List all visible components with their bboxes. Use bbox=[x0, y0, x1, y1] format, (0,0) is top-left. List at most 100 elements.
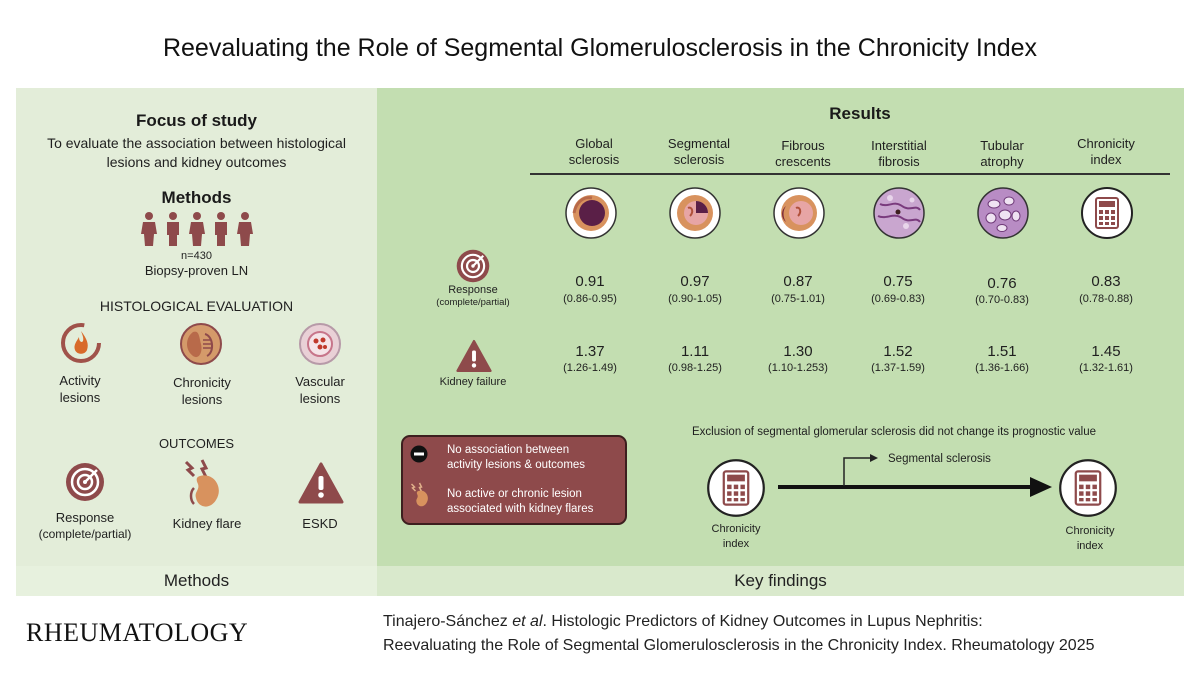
failure-ci-fibrous: (1.10-1.253) bbox=[768, 362, 828, 374]
citation-authors: Tinajero-Sánchez bbox=[383, 613, 508, 630]
col-tubular-atrophy-line1: Tubular bbox=[980, 138, 1024, 153]
calculator-icon bbox=[1081, 187, 1133, 239]
note-2-line2: associated with kidney flares bbox=[447, 503, 594, 515]
activity-lesions-line2: lesions bbox=[59, 390, 101, 405]
col-interstitial-fibrosis-line1: Interstitial bbox=[871, 138, 927, 153]
focus-text-line2: lesions and kidney outcomes bbox=[106, 154, 287, 170]
cohort-label: Biopsy-proven LN bbox=[144, 263, 249, 278]
response-ci-interstitial: (0.69-0.83) bbox=[871, 293, 925, 305]
column-header-rule bbox=[530, 173, 1170, 175]
kidney-failure-row-label: Kidney failure bbox=[439, 376, 507, 388]
tubular-atrophy-icon bbox=[977, 187, 1029, 239]
vascular-lesions-line1: Vascular bbox=[295, 374, 345, 389]
response-outcome-line1: Response bbox=[55, 510, 115, 525]
interstitial-fibrosis-icon bbox=[873, 187, 925, 239]
exclusion-text: Exclusion of segmental glomerular sclero… bbox=[692, 426, 1096, 438]
kidney-icon bbox=[180, 323, 222, 365]
outcomes-heading: OUTCOMES bbox=[158, 436, 235, 451]
histological-heading: HISTOLOGICAL EVALUATION bbox=[99, 298, 294, 314]
chronicity-index-after-icon bbox=[1059, 459, 1117, 517]
response-value-tubular: 0.76 bbox=[987, 275, 1017, 292]
methods-footer-label: Methods bbox=[163, 571, 230, 590]
citation-line1: Tinajero-Sánchez et al. Histologic Predi… bbox=[383, 610, 1095, 634]
citation-line1-rest: . Histologic Predictors of Kidney Outcom… bbox=[542, 613, 983, 630]
failure-ci-segmental: (0.98-1.25) bbox=[668, 362, 722, 374]
arrow-shaft bbox=[778, 485, 1036, 489]
kidney-flare-icon bbox=[184, 459, 219, 507]
col-global-sclerosis-line2: sclerosis bbox=[568, 152, 620, 167]
col-tubular-atrophy-line2: atrophy bbox=[980, 154, 1024, 169]
failure-ci-chronicity: (1.32-1.61) bbox=[1079, 362, 1133, 374]
no-entry-icon bbox=[410, 445, 428, 463]
response-ci-global: (0.86-0.95) bbox=[563, 293, 617, 305]
failure-value-segmental: 1.11 bbox=[680, 343, 710, 360]
response-value-fibrous: 0.87 bbox=[783, 273, 813, 290]
results-heading: Results bbox=[829, 104, 891, 123]
key-findings-footer-label: Key findings bbox=[734, 571, 827, 590]
focus-heading: Focus of study bbox=[136, 111, 257, 130]
failure-ci-tubular: (1.36-1.66) bbox=[975, 362, 1029, 374]
chronicity-before-line2: index bbox=[722, 538, 750, 550]
arrow-head-icon bbox=[1030, 477, 1052, 497]
col-interstitial-fibrosis-line2: fibrosis bbox=[878, 154, 920, 169]
vessel-icon bbox=[299, 323, 341, 365]
citation-line2: Reevaluating the Role of Segmental Glome… bbox=[383, 637, 1095, 654]
chronicity-before-line1: Chronicity bbox=[711, 523, 761, 535]
methods-footer: Methods bbox=[16, 566, 377, 596]
flame-icon bbox=[61, 323, 101, 363]
response-value-global: 0.91 bbox=[575, 273, 605, 290]
global-sclerosis-icon bbox=[565, 187, 617, 239]
response-value-segmental: 0.97 bbox=[680, 273, 710, 290]
col-fibrous-crescents-line1: Fibrous bbox=[781, 138, 825, 153]
eskd-label: ESKD bbox=[302, 516, 338, 531]
kidney-failure-warning-icon bbox=[456, 339, 492, 373]
people-icon bbox=[141, 212, 253, 246]
response-ci-tubular: (0.70-0.83) bbox=[975, 294, 1029, 306]
col-segmental-sclerosis-line2: sclerosis bbox=[673, 152, 725, 167]
citation: Tinajero-Sánchez et al. Histologic Predi… bbox=[383, 610, 1095, 658]
note-1-line1: No association between bbox=[447, 444, 570, 456]
response-row-label: Response bbox=[448, 284, 498, 296]
col-fibrous-crescents-line2: crescents bbox=[775, 154, 831, 169]
activity-lesions-line1: Activity bbox=[59, 373, 101, 388]
vascular-lesions-line2: lesions bbox=[299, 391, 341, 406]
kidney-flare-label: Kidney flare bbox=[172, 516, 242, 531]
methods-heading: Methods bbox=[161, 188, 232, 207]
note-1-line2: activity lesions & outcomes bbox=[447, 459, 586, 471]
focus-text-line1: To evaluate the association between hist… bbox=[47, 135, 346, 151]
chronicity-lesions-line2: lesions bbox=[181, 392, 223, 407]
response-ci-segmental: (0.90-1.05) bbox=[668, 293, 722, 305]
col-chronicity-index-line1: Chronicity bbox=[1077, 136, 1135, 151]
failure-ci-interstitial: (1.37-1.59) bbox=[871, 362, 925, 374]
chronicity-index-before-icon bbox=[707, 459, 765, 517]
response-outcome-line2: (complete/partial) bbox=[38, 527, 132, 541]
col-chronicity-index-line2: index bbox=[1090, 152, 1122, 167]
failure-ci-global: (1.26-1.49) bbox=[563, 362, 617, 374]
journal-logo: RHEUMATOLOGY bbox=[26, 618, 249, 647]
chronicity-lesions-line1: Chronicity bbox=[173, 375, 231, 390]
col-segmental-sclerosis-line1: Segmental bbox=[667, 136, 731, 151]
branch-arrow-icon bbox=[843, 454, 878, 486]
segmental-sclerosis-icon bbox=[669, 187, 721, 239]
response-value-interstitial: 0.75 bbox=[883, 273, 913, 290]
response-ci-chronicity: (0.78-0.88) bbox=[1079, 293, 1133, 305]
failure-value-interstitial: 1.52 bbox=[883, 343, 913, 360]
chronicity-after-line2: index bbox=[1076, 540, 1104, 552]
failure-value-global: 1.37 bbox=[575, 343, 605, 360]
warning-icon bbox=[298, 462, 344, 504]
failure-value-chronicity: 1.45 bbox=[1091, 343, 1121, 360]
response-row-target-icon bbox=[456, 249, 490, 283]
col-global-sclerosis-line1: Global bbox=[575, 136, 613, 151]
key-notes-box bbox=[401, 435, 627, 525]
key-findings-footer: Key findings bbox=[377, 566, 1184, 596]
note-kidney-flare-icon bbox=[410, 482, 428, 507]
note-2-line1: No active or chronic lesion bbox=[447, 488, 582, 500]
chronicity-after-line1: Chronicity bbox=[1065, 525, 1115, 537]
response-value-chronicity: 0.83 bbox=[1091, 273, 1121, 290]
citation-etal: et al bbox=[512, 613, 543, 630]
failure-value-tubular: 1.51 bbox=[987, 343, 1017, 360]
failure-value-fibrous: 1.30 bbox=[783, 343, 813, 360]
branch-label: Segmental sclerosis bbox=[888, 453, 991, 465]
response-row-sublabel: (complete/partial) bbox=[436, 297, 510, 308]
sample-size: n=430 bbox=[181, 250, 212, 262]
